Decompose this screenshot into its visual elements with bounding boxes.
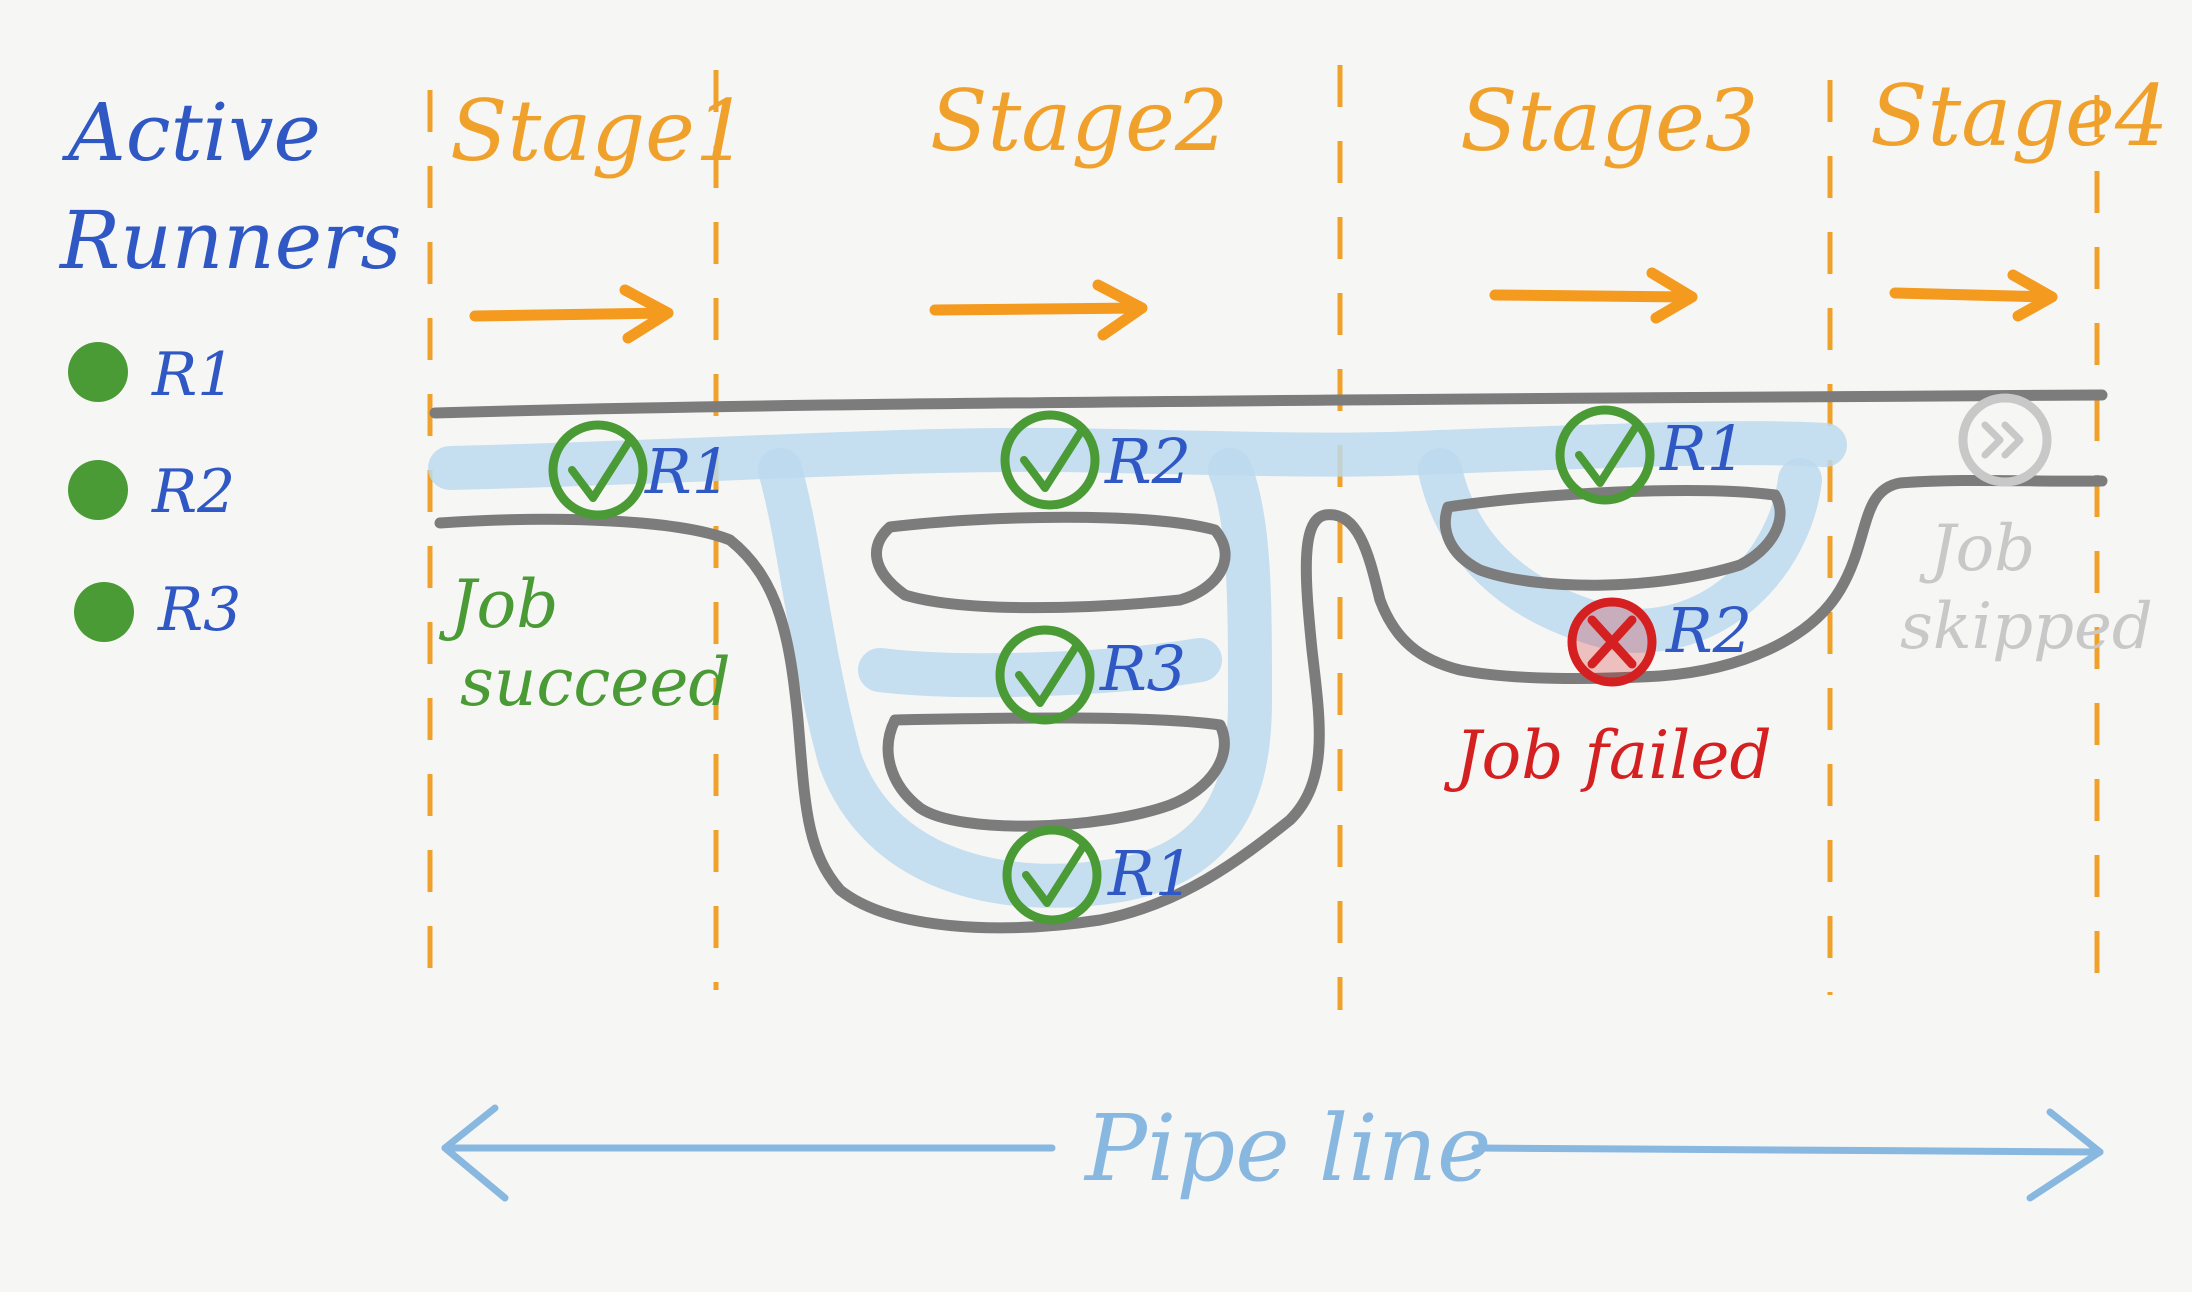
job-runner-label: R2 — [1104, 425, 1191, 498]
skip-circle-icon — [1958, 393, 2052, 487]
runner-dot-r2 — [68, 460, 128, 520]
job-stage2-r3[interactable]: R3 — [995, 625, 1186, 725]
pipeline-arrowhead-left — [441, 1104, 509, 1202]
check-mark — [568, 436, 634, 502]
job-runner-label: R2 — [1665, 594, 1752, 667]
check-mark — [1022, 841, 1088, 907]
track-island-2 — [882, 712, 1230, 832]
flow-stage2-mid — [858, 638, 1222, 698]
job-runner-label: R3 — [1099, 632, 1186, 705]
x-mark — [1587, 615, 1637, 669]
track-bottom — [434, 474, 2108, 934]
stage-arrow-1 — [469, 284, 674, 344]
stage-label-3: Stage3 — [1460, 72, 1758, 170]
job-runner-label: R1 — [1107, 837, 1194, 910]
legend-runner-r3: R3 — [157, 575, 241, 645]
stage-labels: Stage1 Stage2 Stage3 Stage4 — [450, 67, 2168, 180]
annotations: Job succeed Job failed Job skipped — [438, 512, 2153, 794]
check-circle-icon — [548, 420, 648, 520]
check-mark — [1575, 421, 1641, 487]
stage-label-2: Stage2 — [930, 72, 1228, 170]
stage-arrow-4 — [1889, 269, 2058, 322]
job-stage4-skipped[interactable] — [1958, 393, 2052, 487]
check-circle-icon — [1002, 825, 1102, 925]
pipeline-label: Pipe line — [1083, 1095, 1491, 1202]
job-runner-label: R1 — [644, 435, 731, 508]
legend-runner-r1: R1 — [151, 340, 235, 410]
success-annotation-line1: Job — [438, 566, 558, 643]
job-runner-label: R1 — [1659, 412, 1746, 485]
legend-title-line2: Runners — [58, 194, 401, 287]
job-stage2-r1[interactable]: R1 — [1002, 825, 1194, 925]
legend: Active Runners R1 R2 R3 — [58, 86, 401, 645]
track-top — [429, 389, 2108, 419]
pipeline-arrow-right — [1471, 1144, 2104, 1156]
jobs: R1 R2 R3 R1 R1 R2 — [548, 393, 2052, 925]
failed-annotation: Job failed — [1443, 717, 1772, 794]
job-stage3-r2-failed[interactable]: R2 — [1567, 594, 1752, 687]
pipeline-span: Pipe line — [441, 1095, 2104, 1202]
check-circle-icon — [1000, 410, 1100, 510]
legend-runner-r2: R2 — [151, 457, 235, 527]
check-circle-icon — [1555, 405, 1655, 505]
track-island-3 — [1439, 485, 1786, 591]
legend-title-line1: Active — [61, 86, 321, 179]
success-annotation-line2: succeed — [460, 644, 731, 721]
job-stage1-r1[interactable]: R1 — [548, 420, 731, 520]
runner-dot-r3 — [74, 582, 134, 642]
job-stage2-r2[interactable]: R2 — [1000, 410, 1191, 510]
stage-arrow-3 — [1489, 267, 1698, 324]
check-mark — [1020, 426, 1086, 492]
runner-dot-r1 — [68, 342, 128, 402]
check-mark — [1015, 641, 1081, 707]
stage-label-4: Stage4 — [1870, 67, 2168, 165]
pipeline-arrowhead-right — [2026, 1108, 2104, 1202]
pipeline-track — [429, 389, 2108, 934]
skipped-annotation-line2: skipped — [1900, 590, 2153, 664]
job-stage3-r1[interactable]: R1 — [1555, 405, 1746, 505]
skipped-annotation-line1: Job — [1919, 512, 2035, 586]
stage-arrow-2 — [929, 279, 1148, 341]
stage-label-1: Stage1 — [450, 82, 748, 180]
stage-arrows — [469, 267, 2058, 344]
skip-mark — [1981, 421, 2024, 459]
check-circle-icon — [995, 625, 1095, 725]
track-island-1 — [871, 511, 1231, 614]
